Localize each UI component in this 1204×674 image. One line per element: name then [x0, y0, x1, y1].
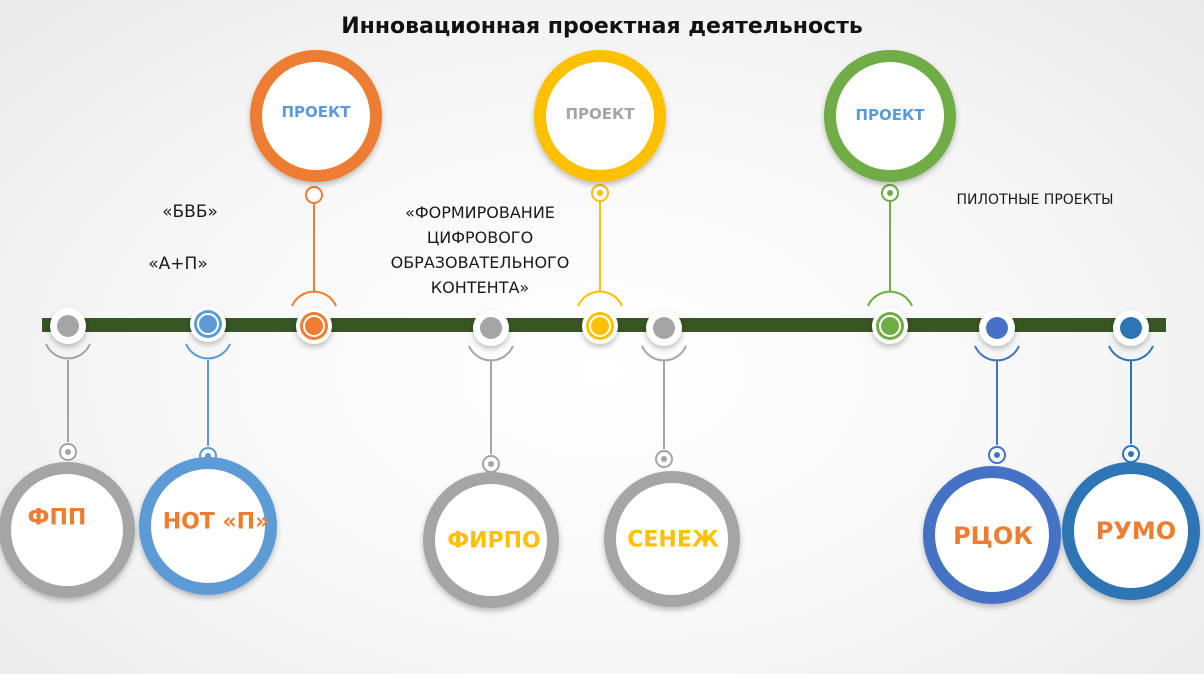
node-rumo [1113, 310, 1149, 346]
node-label-rumo: РУМО [1095, 517, 1177, 545]
ring-proj2 [534, 50, 666, 182]
node-not [190, 306, 226, 342]
node-label-fpp: ФПП [27, 505, 87, 531]
page-title: Инновационная проектная деятельность [341, 14, 863, 39]
node-fpp [50, 308, 86, 344]
label-digital-content: «ФОРМИРОВАНИЕ ЦИФРОВОГО ОБРАЗОВАТЕЛЬНОГО… [390, 203, 570, 297]
label-bbb: «БВБ» [162, 202, 218, 222]
node-rcok [979, 310, 1015, 346]
stems-down [67, 360, 1132, 454]
marker-proj3 [881, 184, 899, 202]
marker-firpo [482, 455, 500, 473]
top-project-label-1: ПРОЕКТ [281, 103, 351, 121]
node-proj3 [872, 308, 908, 344]
node-senezh [646, 310, 682, 346]
node-proj2 [582, 308, 618, 344]
marker-senezh [655, 450, 673, 468]
ring-proj1 [250, 50, 382, 182]
top-project-label-2: ПРОЕКТ [565, 105, 635, 123]
ring-firpo [423, 472, 559, 608]
marker-proj1 [305, 186, 323, 204]
ring-fpp [0, 462, 135, 598]
ring-senezh [604, 471, 740, 607]
timeline-nodes [50, 306, 1149, 346]
label-pilot-projects: ПИЛОТНЫЕ ПРОЕКТЫ [956, 192, 1114, 208]
node-label-firpo: ФИРПО [447, 528, 541, 554]
node-proj1 [296, 308, 332, 344]
node-firpo [473, 310, 509, 346]
bottom-rings [0, 457, 1200, 608]
marker-fpp [59, 443, 77, 461]
node-label-senezh: СЕНЕЖ [627, 527, 719, 553]
ring-rcok [923, 466, 1061, 604]
ring-not [139, 457, 277, 595]
node-label-rcok: РЦОК [953, 522, 1033, 550]
top-project-label-3: ПРОЕКТ [855, 106, 925, 124]
label-ap: «А+П» [148, 254, 208, 274]
ring-proj3 [824, 50, 956, 182]
node-arcs [45, 290, 1154, 362]
top-rings [250, 50, 956, 182]
marker-rcok [988, 446, 1006, 464]
node-label-not: НОТ «П» [162, 509, 270, 535]
ring-rumo [1062, 462, 1200, 600]
stems-up [313, 202, 891, 292]
stem-markers [59, 184, 1140, 473]
marker-rumo [1122, 445, 1140, 463]
marker-proj2 [591, 184, 609, 202]
